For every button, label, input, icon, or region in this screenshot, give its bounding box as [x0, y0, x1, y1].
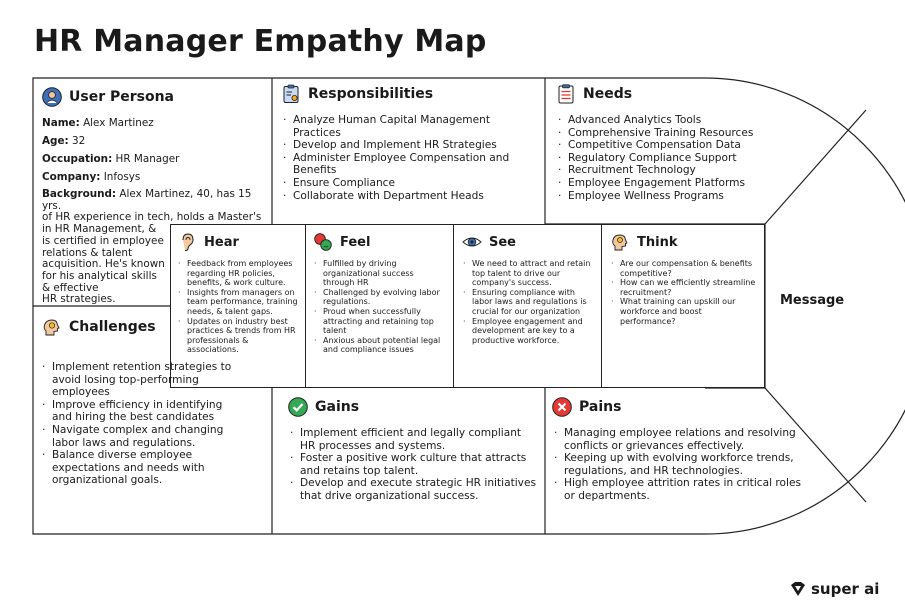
gains-list: Implement efficient and legally complian… [288, 427, 538, 503]
brand-logo: super ai [790, 580, 879, 598]
persona-heading-text: User Persona [69, 89, 174, 105]
list-item: What training can upskill our workforce … [610, 297, 756, 326]
list-item: Employee Engagement Platforms [556, 177, 771, 190]
think-heading-text: Think [637, 234, 678, 250]
responsibilities-heading: Responsibilities [281, 84, 541, 104]
hear-heading: Hear [177, 232, 299, 252]
list-item: Feedback from employees regarding HR pol… [177, 259, 299, 288]
list-item: Implement retention strategies to avoid … [40, 361, 240, 399]
pains-section: Pains Managing employee relations and re… [552, 397, 804, 503]
feel-heading-text: Feel [340, 234, 371, 250]
list-item: Improve efficiency in identifying and hi… [40, 399, 240, 424]
checkmark-icon [288, 397, 308, 417]
see-heading: See [462, 232, 595, 252]
brand-mark-icon [791, 582, 805, 596]
persona-section: User Persona Name: Alex Martinez Age: 32… [42, 87, 270, 312]
message-line-top [764, 109, 867, 225]
list-item: Employee Wellness Programs [556, 190, 771, 203]
list-item: Collaborate with Department Heads [281, 190, 541, 203]
persona-name: Name: Alex Martinez [42, 117, 154, 129]
list-item: Balance diverse employee expectations an… [40, 449, 240, 487]
list-item: Administer Employee Compensation and Ben… [281, 152, 541, 177]
persona-background: Background: Alex Martinez, 40, has 15 yr… [42, 188, 262, 306]
list-item: Recruitment Technology [556, 164, 771, 177]
feel-list: Fulfilled by driving organizational succ… [313, 259, 447, 355]
responsibilities-heading-text: Responsibilities [308, 86, 434, 102]
list-item: Analyze Human Capital Management Practic… [281, 114, 541, 139]
message-line-bottom [764, 387, 867, 503]
responsibilities-list: Analyze Human Capital Management Practic… [281, 114, 541, 202]
emotion-faces-icon [314, 233, 332, 251]
list-item: Employee engagement and development are … [462, 317, 595, 346]
list-item: Ensure Compliance [281, 177, 541, 190]
hear-list: Feedback from employees regarding HR pol… [177, 259, 299, 355]
think-list: Are our compensation & benefits competit… [610, 259, 756, 326]
persona-company: Company: Infosys [42, 171, 141, 183]
see-heading-text: See [489, 234, 516, 250]
gains-section: Gains Implement efficient and legally co… [288, 397, 538, 503]
needs-heading: Needs [556, 84, 771, 104]
challenges-heading: Challenges [42, 317, 170, 337]
ear-icon [182, 233, 194, 252]
outer-border [32, 77, 905, 535]
persona-age: Age: 32 [42, 135, 86, 147]
message-label: Message [780, 293, 845, 308]
challenges-list: Implement retention strategies to avoid … [40, 361, 240, 487]
see-box: See We need to attract and retain top ta… [453, 224, 602, 388]
list-item: Are our compensation & benefits competit… [610, 259, 756, 278]
list-item: Insights from managers on team performan… [177, 288, 299, 317]
brand-name: super ai [811, 580, 880, 598]
list-item: Develop and execute strategic HR initiat… [288, 477, 538, 502]
list-item: Anxious about potential legal and compli… [313, 336, 447, 355]
list-item: Competitive Compensation Data [556, 139, 771, 152]
list-item: Proud when successfully attracting and r… [313, 307, 447, 336]
list-item: Regulatory Compliance Support [556, 152, 771, 165]
list-item: Comprehensive Training Resources [556, 127, 771, 140]
head-idea-icon [612, 234, 628, 251]
needs-list: Advanced Analytics Tools Comprehensive T… [556, 114, 771, 202]
clipboard-gear-icon [283, 84, 299, 103]
list-item: Keeping up with evolving workforce trend… [552, 452, 804, 477]
pains-heading: Pains [552, 397, 804, 417]
gains-heading-text: Gains [315, 399, 360, 415]
challenges-section: Challenges [42, 317, 170, 337]
list-item: High employee attrition rates in critica… [552, 477, 804, 502]
needs-section: Needs Advanced Analytics Tools Comprehen… [556, 84, 771, 202]
persona-occupation: Occupation: HR Manager [42, 153, 180, 165]
responsibilities-section: Responsibilities Analyze Human Capital M… [281, 84, 541, 202]
list-item: How can we efficiently streamline recrui… [610, 278, 756, 297]
pains-heading-text: Pains [579, 399, 622, 415]
challenges-body: Implement retention strategies to avoid … [40, 361, 240, 487]
persona-heading: User Persona [42, 87, 270, 107]
list-item: We need to attract and retain top talent… [462, 259, 595, 288]
list-item: Updates on industry best practices & tre… [177, 317, 299, 355]
see-list: We need to attract and retain top talent… [462, 259, 595, 345]
list-item: Fulfilled by driving organizational succ… [313, 259, 447, 288]
hear-heading-text: Hear [204, 234, 239, 250]
page-title: HR Manager Empathy Map [34, 24, 487, 59]
think-box: Think Are our compensation & benefits co… [601, 224, 765, 388]
list-item: Ensuring compliance with labor laws and … [462, 288, 595, 317]
lightbulb-head-icon [43, 319, 60, 336]
user-icon [42, 87, 62, 107]
feel-heading: Feel [313, 232, 447, 252]
list-item: Advanced Analytics Tools [556, 114, 771, 127]
feel-box: Feel Fulfilled by driving organizational… [305, 224, 454, 388]
list-item: Foster a positive work culture that attr… [288, 452, 538, 477]
list-item: Navigate complex and changing labor laws… [40, 424, 240, 449]
checklist-icon [558, 84, 574, 104]
eye-icon [462, 237, 482, 247]
list-item: Implement efficient and legally complian… [288, 427, 538, 452]
pains-list: Managing employee relations and resolvin… [552, 427, 804, 503]
think-heading: Think [610, 232, 756, 252]
list-item: Managing employee relations and resolvin… [552, 427, 804, 452]
list-item: Challenged by evolving labor regulations… [313, 288, 447, 307]
list-item: Develop and Implement HR Strategies [281, 139, 541, 152]
challenges-heading-text: Challenges [69, 319, 156, 335]
gains-heading: Gains [288, 397, 538, 417]
cross-icon [552, 397, 572, 417]
needs-heading-text: Needs [583, 86, 633, 102]
